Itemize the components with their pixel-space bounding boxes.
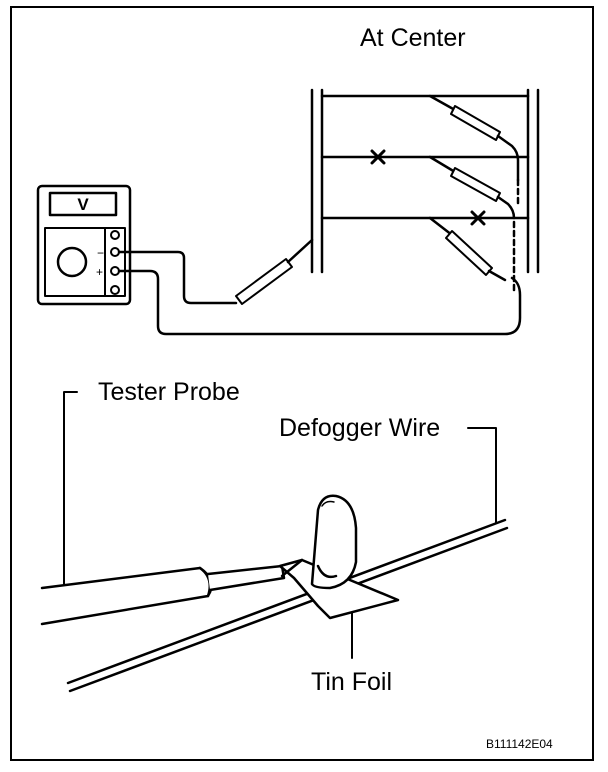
probe-right-2 xyxy=(428,155,516,220)
voltmeter: V − + xyxy=(36,184,132,306)
at-center-label: At Center xyxy=(360,24,466,52)
defogger-wire xyxy=(66,518,509,693)
test-leads xyxy=(117,250,522,336)
probe-right-3 xyxy=(428,216,507,282)
defogger-wire-label: Defogger Wire xyxy=(279,414,441,442)
probe-right-1 xyxy=(428,94,520,182)
rear-glass xyxy=(310,88,540,274)
leader-lines xyxy=(63,391,497,659)
tin-foil-label: Tin Foil xyxy=(311,668,393,696)
tester-probe xyxy=(40,564,286,626)
meter-terminal xyxy=(110,230,120,240)
finger xyxy=(310,494,358,590)
tin-foil xyxy=(278,558,400,620)
break-mark-lower xyxy=(470,210,486,226)
meter-terminal xyxy=(110,285,120,295)
wire-dashes xyxy=(512,178,520,294)
meter-display-label: V xyxy=(77,195,89,214)
meter-dial xyxy=(56,246,88,278)
minus-sign: − xyxy=(97,246,104,260)
figure-code: B111142E04 xyxy=(486,737,553,751)
tester-probe-label: Tester Probe xyxy=(98,378,240,406)
break-mark-upper xyxy=(370,149,386,165)
probe-left xyxy=(235,238,314,305)
plus-sign: + xyxy=(96,265,103,279)
